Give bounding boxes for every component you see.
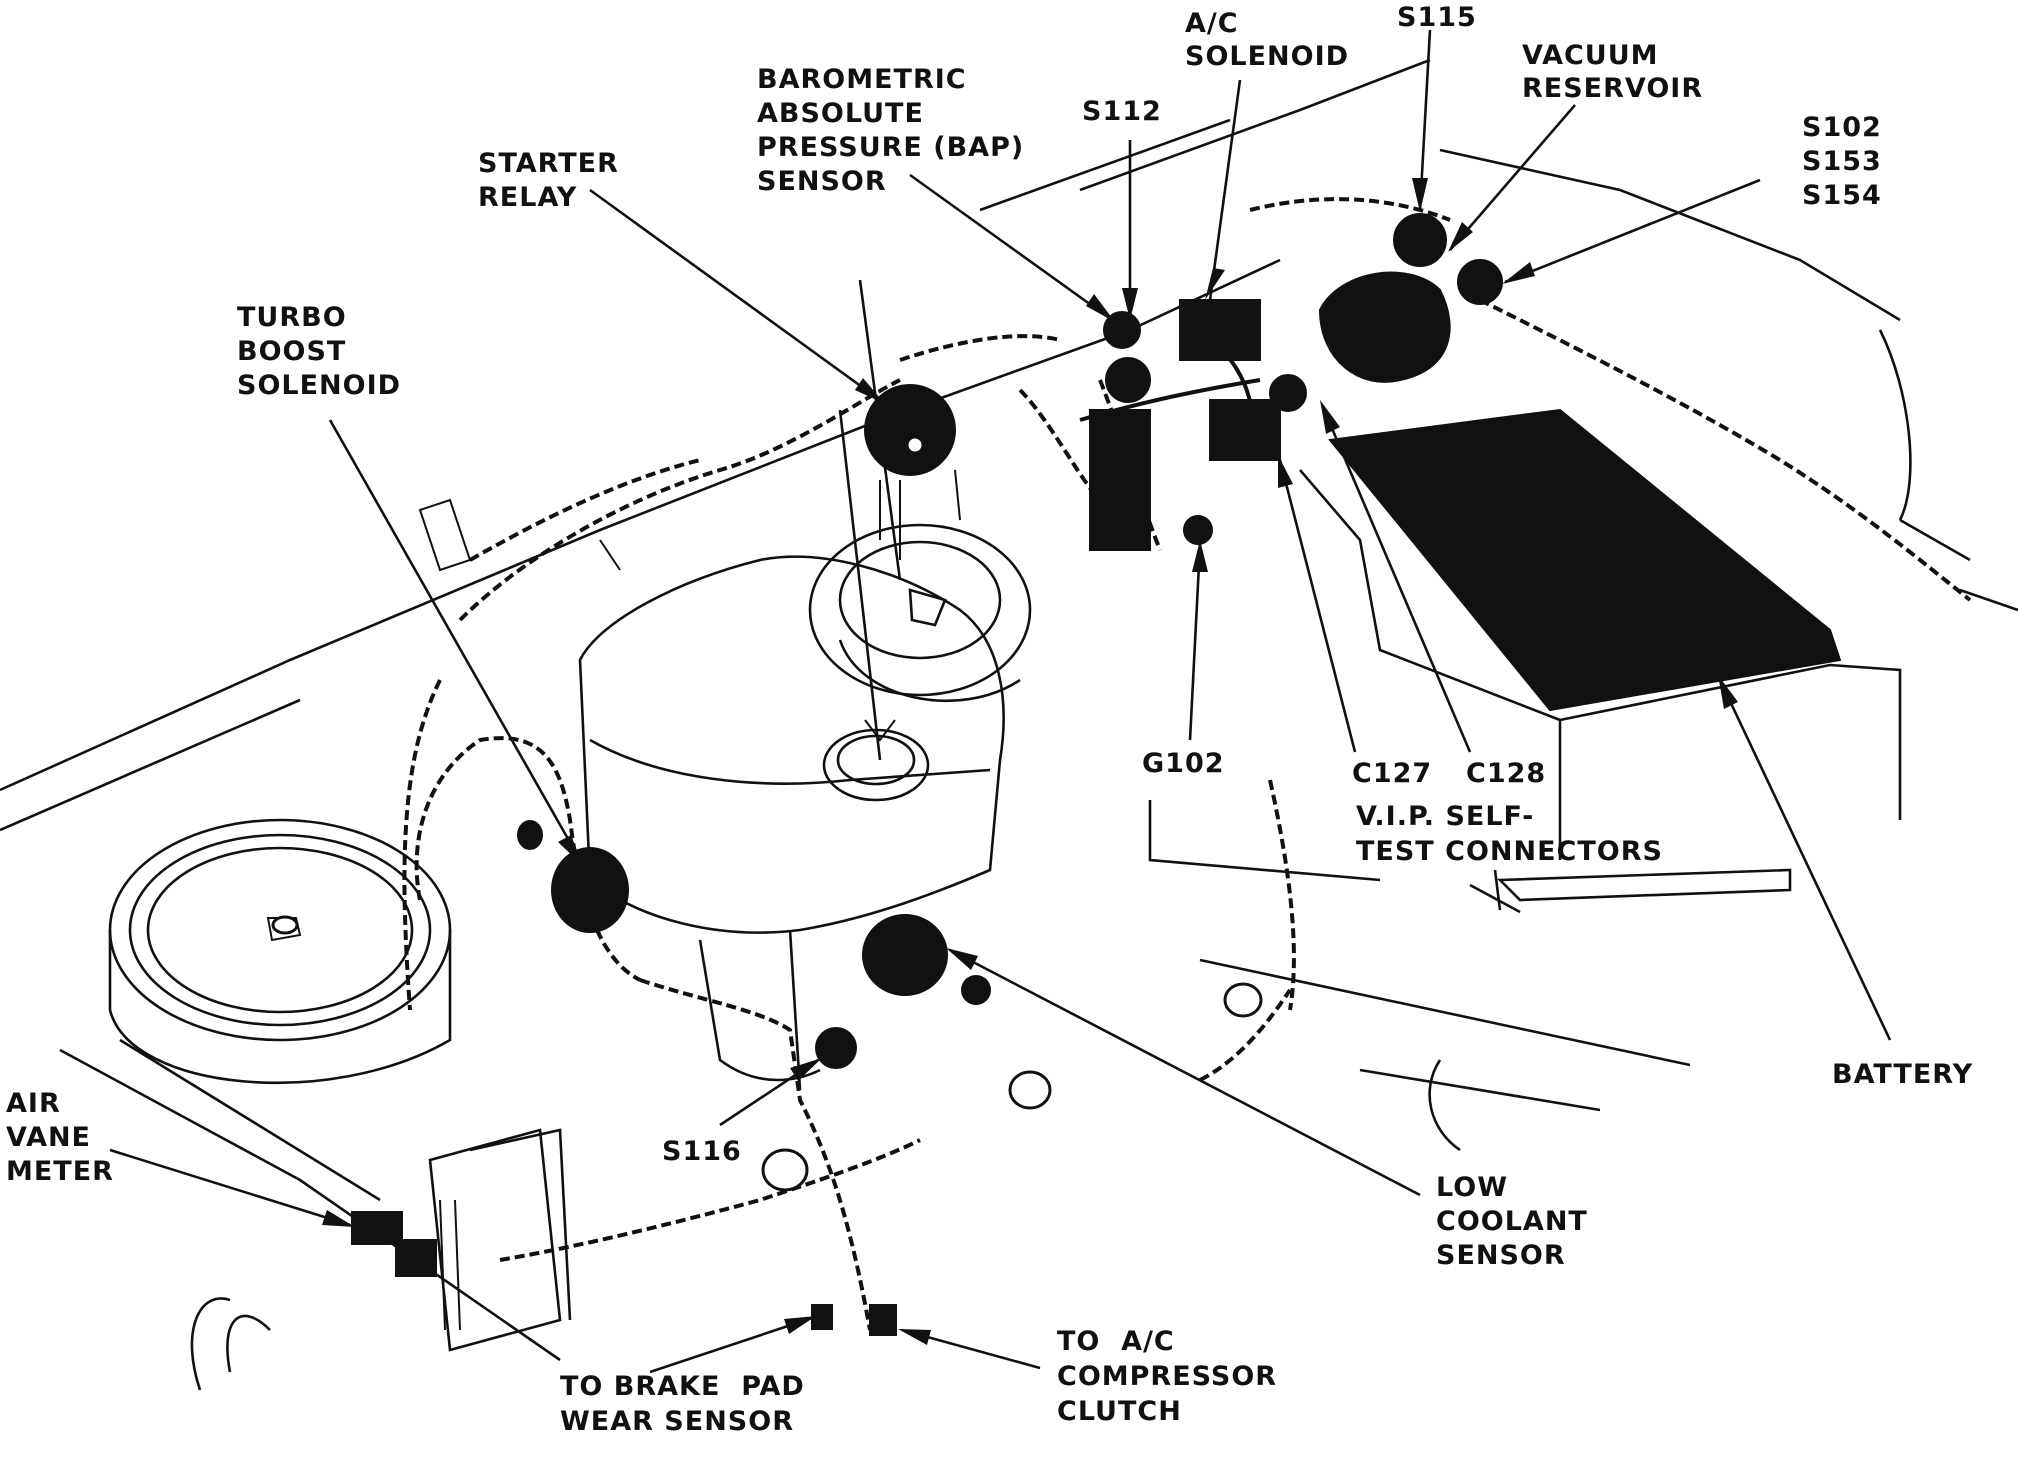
label-s112: S112 bbox=[1082, 96, 1162, 127]
label-group: A/C SOLENOID S115 VACUUM RESERVOIR BAROM… bbox=[6, 2, 1973, 1437]
label-air-vane-meter: AIR VANE METER bbox=[6, 1088, 114, 1187]
brake-booster bbox=[808, 523, 1032, 703]
components bbox=[517, 213, 1503, 1336]
label-starter-relay: STARTER RELAY bbox=[478, 148, 629, 213]
label-c128: C128 bbox=[1466, 758, 1546, 789]
label-low-coolant-sensor: LOW COOLANT SENSOR bbox=[1436, 1172, 1598, 1271]
label-turbo-boost-solenoid: TURBO BOOST SOLENOID bbox=[237, 302, 401, 401]
label-ac-solenoid: A/C SOLENOID bbox=[1185, 8, 1349, 72]
label-g102: G102 bbox=[1142, 748, 1225, 779]
label-s116: S116 bbox=[662, 1136, 742, 1167]
coolant-reservoir bbox=[578, 555, 1005, 1091]
label-s102-s153-s154: S102 S153 S154 bbox=[1802, 112, 1892, 211]
label-s115: S115 bbox=[1397, 2, 1477, 33]
label-battery: BATTERY bbox=[1832, 1059, 1973, 1090]
battery bbox=[1148, 408, 1902, 911]
label-c127: C127 bbox=[1352, 758, 1432, 789]
body-outline bbox=[0, 58, 2018, 1391]
label-bap-sensor: BAROMETRIC ABSOLUTE PRESSURE (BAP) SENSO… bbox=[757, 64, 1035, 197]
air-vane-meter bbox=[351, 1128, 572, 1352]
label-vip-self-test-connectors: V.I.P. SELF- TEST CONNECTORS bbox=[1356, 801, 1663, 867]
label-ac-compressor-clutch: TO A/C COMPRESSOR CLUTCH bbox=[1057, 1326, 1288, 1427]
label-vacuum-reservoir: VACUUM RESERVOIR bbox=[1522, 40, 1703, 104]
label-brake-pad-wear-sensor: TO BRAKE PAD WEAR SENSOR bbox=[560, 1371, 815, 1437]
air-cleaner bbox=[108, 818, 452, 1085]
leaders bbox=[109, 29, 1892, 1374]
